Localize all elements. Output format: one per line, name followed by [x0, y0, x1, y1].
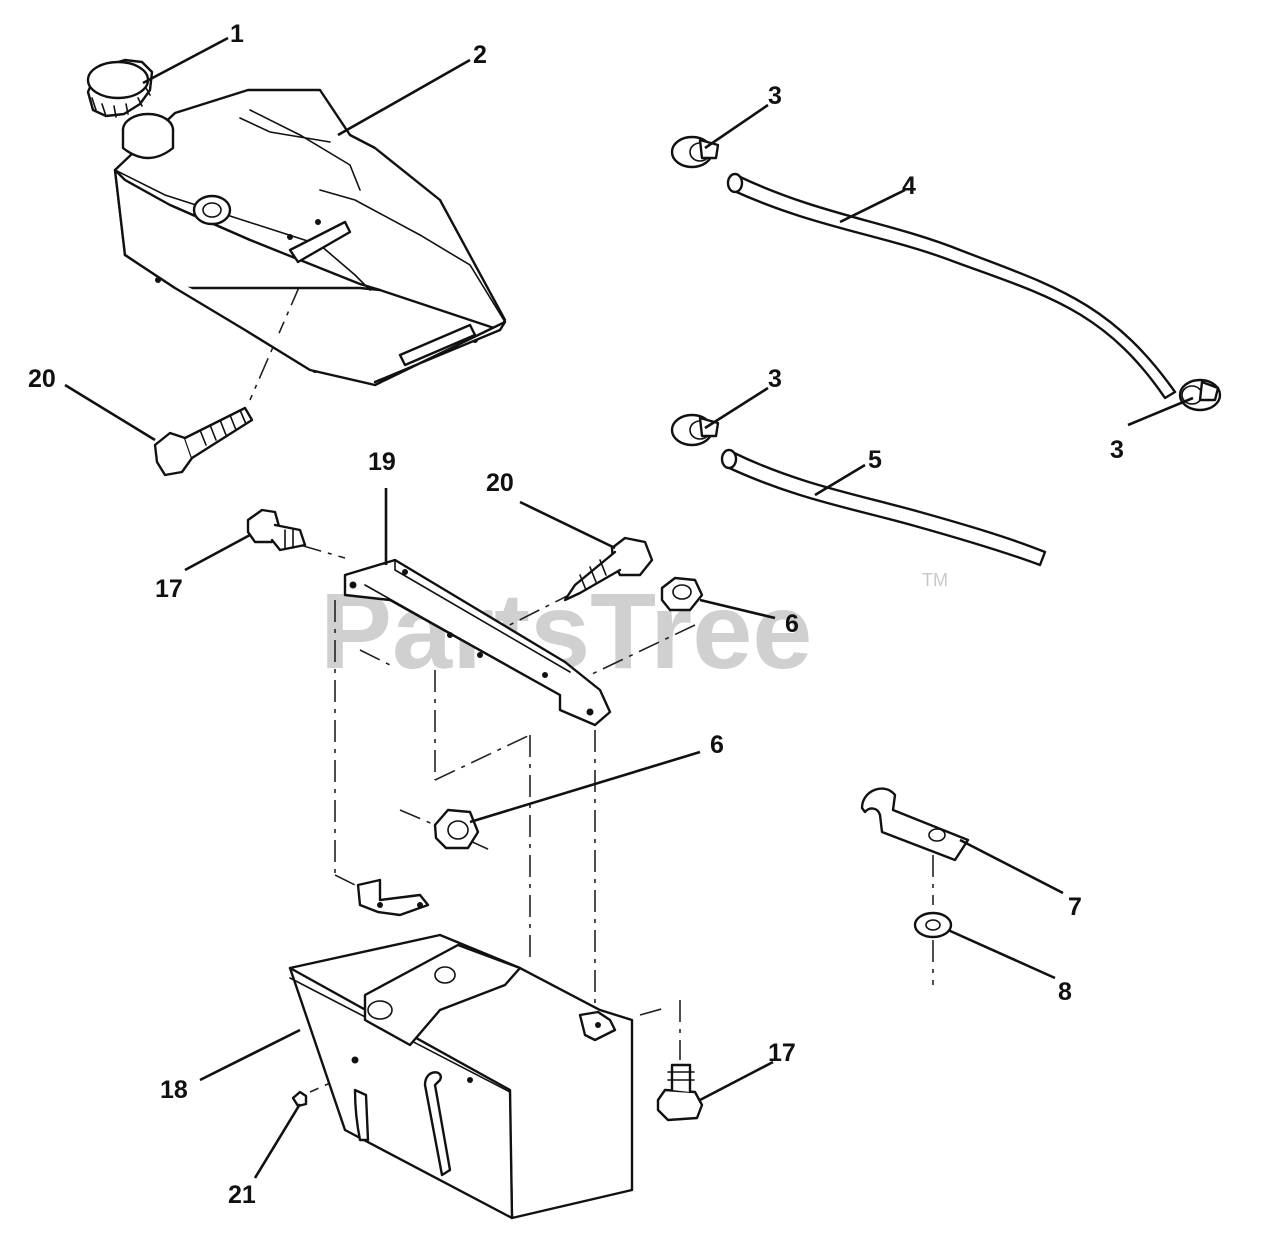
- callout-label-6: 6: [785, 610, 799, 638]
- leader-line: [947, 928, 1056, 980]
- callout-label-17: 17: [155, 575, 183, 603]
- bolt-part: [563, 536, 654, 602]
- fuel-hose-part: [726, 172, 1177, 400]
- flat-washer-part: [913, 911, 953, 939]
- assembly-line: [249, 284, 301, 401]
- leader-line: [184, 533, 251, 572]
- bolt-part: [153, 406, 254, 477]
- leader-line: [704, 103, 769, 150]
- assembly-line: [359, 649, 391, 666]
- mounting-bracket-part: [343, 558, 612, 727]
- leader-line: [253, 1103, 302, 1179]
- callout-label-21: 21: [228, 1181, 256, 1209]
- callout-label-6: 6: [710, 731, 724, 759]
- leader-line: [839, 188, 906, 224]
- assembly-line: [434, 734, 531, 781]
- tank-support-part: [288, 878, 634, 1220]
- leader-line: [704, 386, 769, 430]
- callout-label-20: 20: [28, 365, 56, 393]
- callout-label-8: 8: [1058, 978, 1072, 1006]
- callout-label-4: 4: [902, 172, 916, 200]
- assembly-line: [334, 874, 376, 896]
- assembly-lines: [249, 284, 934, 1093]
- callout-label-2: 2: [473, 41, 487, 69]
- leader-line: [699, 598, 776, 620]
- lock-nut-part: [660, 576, 704, 612]
- callout-label-17: 17: [768, 1039, 796, 1067]
- leader-line: [699, 1060, 774, 1102]
- lock-nut-part: [433, 808, 480, 850]
- assembly-line: [399, 809, 436, 826]
- hose-clamp-part: [670, 135, 720, 169]
- callout-label-3: 3: [768, 365, 782, 393]
- assembly-line: [589, 624, 696, 676]
- callout-labels: 1 2 3 3 3 4 5 6 6 7 8 17 17 18 19 20 20 …: [28, 20, 1124, 1209]
- callout-label-7: 7: [1068, 893, 1082, 921]
- leader-line: [519, 500, 616, 550]
- fuel-hose-part: [720, 448, 1047, 567]
- callout-label-18: 18: [160, 1076, 188, 1104]
- assembly-line: [639, 1007, 666, 1016]
- callout-label-5: 5: [868, 446, 882, 474]
- pin-part: [291, 1090, 308, 1108]
- leader-line: [1127, 396, 1194, 427]
- fuel-tank-part: [113, 88, 507, 387]
- watermark-trademark: TM: [922, 570, 948, 590]
- leader-line: [814, 463, 866, 497]
- callout-label-19: 19: [368, 448, 396, 476]
- shoulder-bolt-part: [656, 1063, 704, 1122]
- hose-clip-part: [860, 787, 970, 862]
- leader-line: [337, 58, 471, 137]
- callout-leaders: [64, 36, 1194, 1179]
- shoulder-bolt-part: [246, 508, 307, 552]
- callout-label-3: 3: [1110, 436, 1124, 464]
- leader-line: [959, 838, 1064, 895]
- leader-line: [142, 36, 229, 85]
- hose-clamp-part: [670, 413, 720, 447]
- callout-label-1: 1: [230, 20, 244, 48]
- callout-label-3: 3: [768, 82, 782, 110]
- leader-line: [64, 383, 156, 442]
- hose-clamp-part: [1178, 378, 1222, 412]
- callout-label-20: 20: [486, 469, 514, 497]
- leader-line: [469, 750, 701, 824]
- assembly-line: [299, 544, 346, 559]
- leader-line: [199, 1028, 301, 1082]
- fuel-cap-part: [86, 58, 154, 118]
